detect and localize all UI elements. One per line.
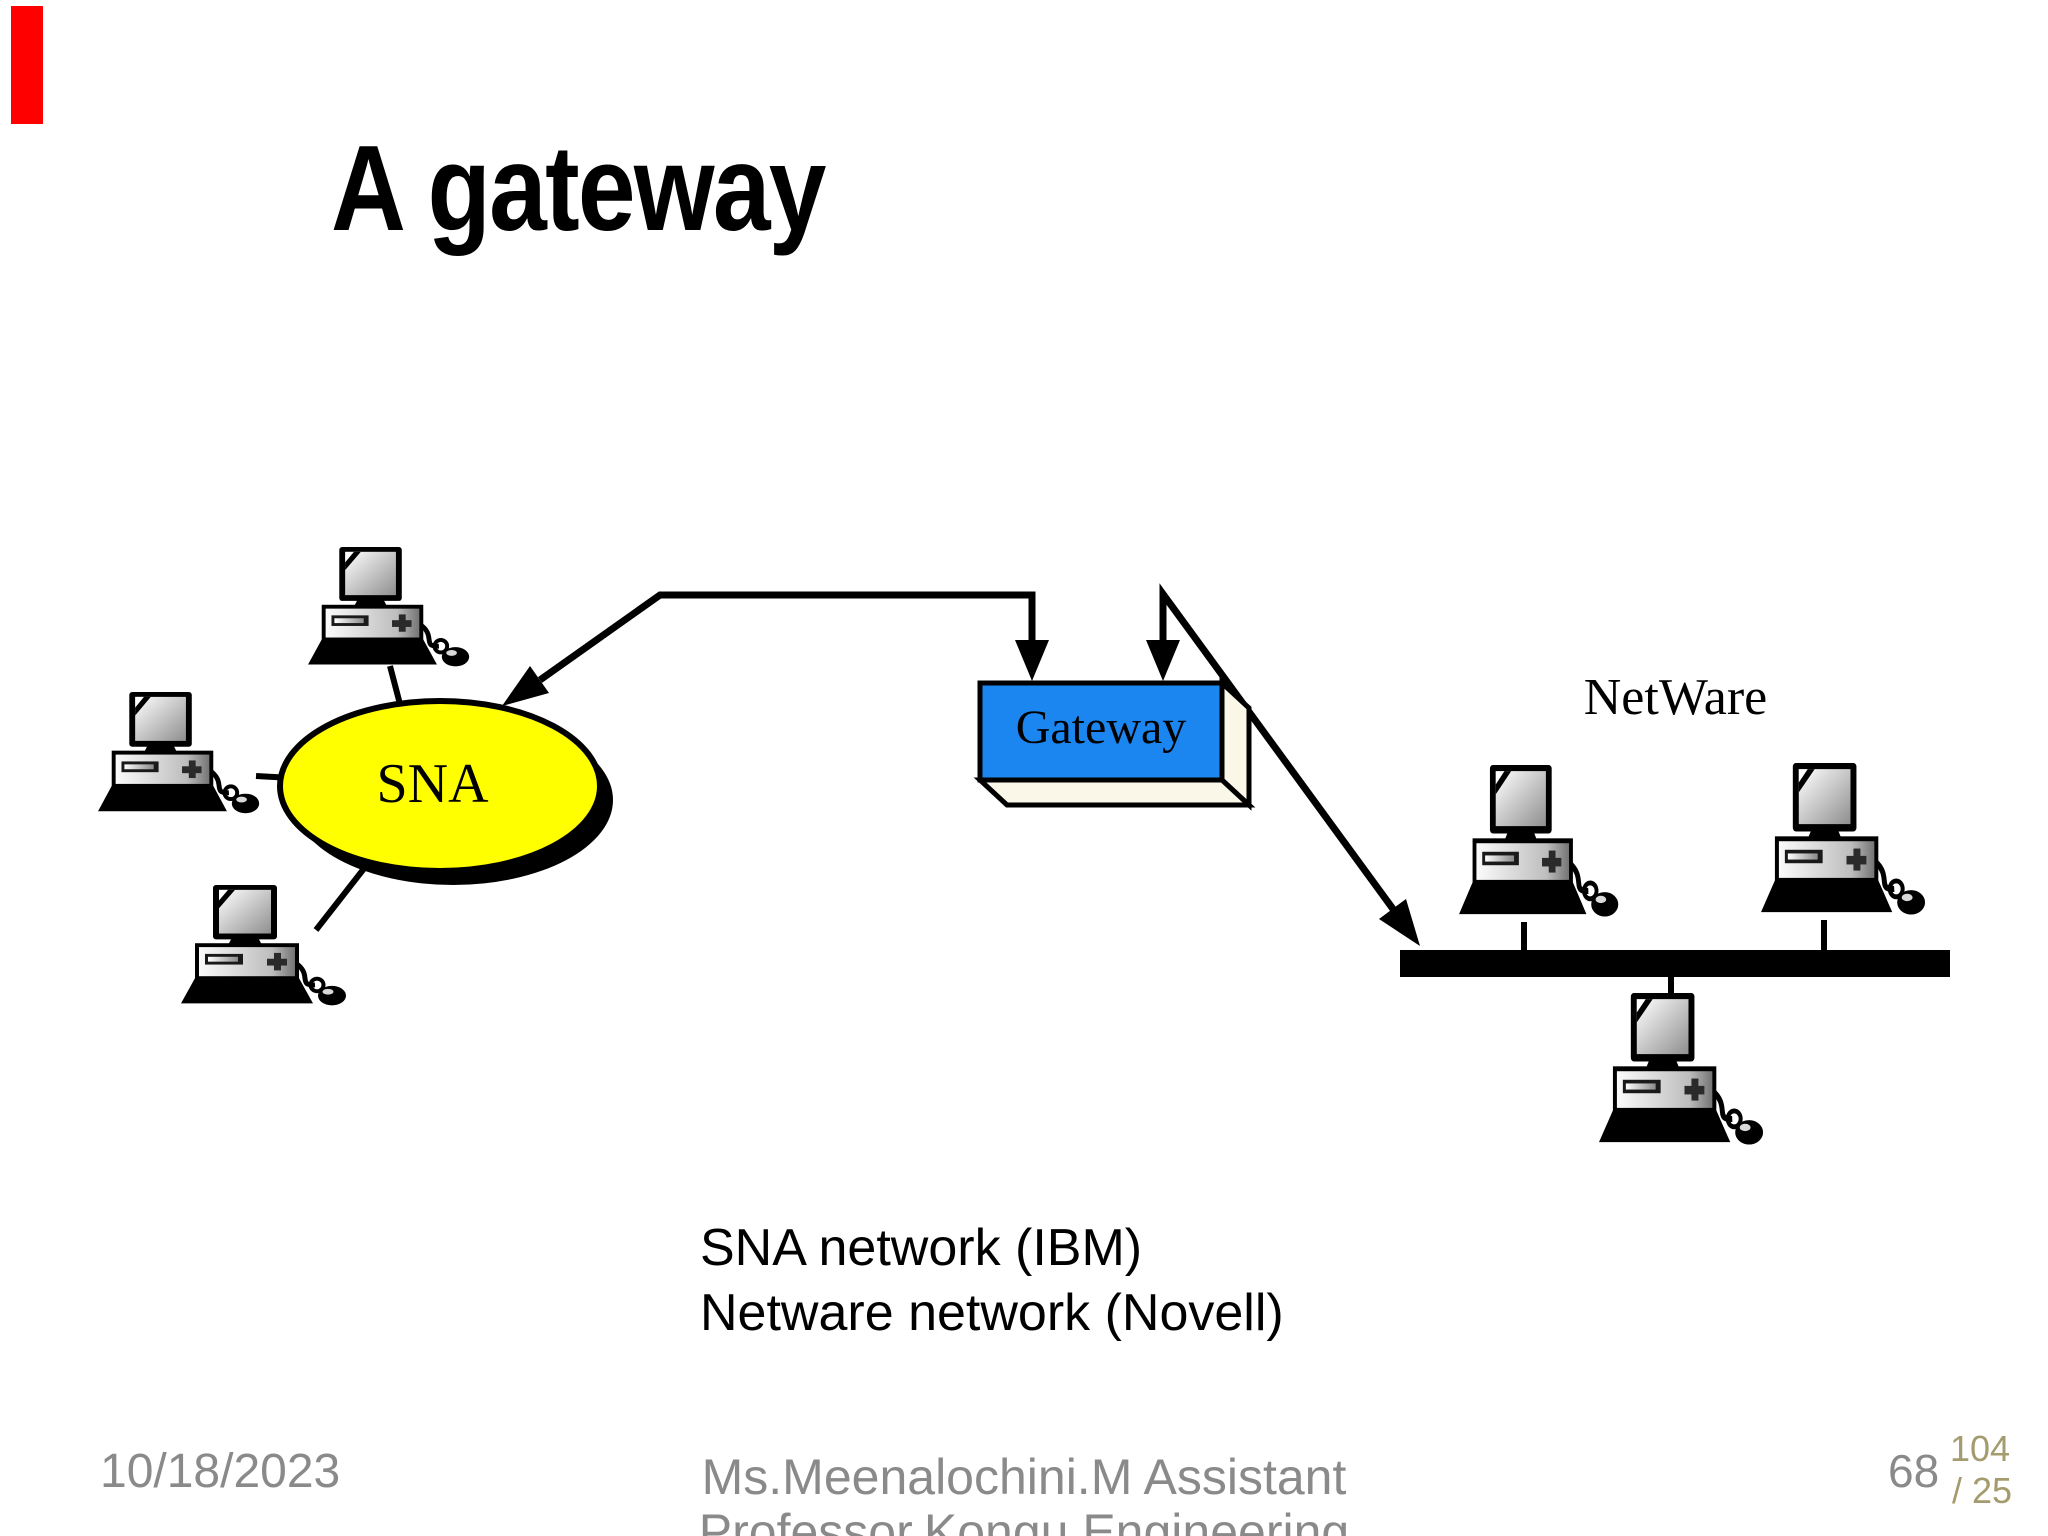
- netware-bus-group: [1400, 920, 1950, 998]
- computer-icon: [1761, 763, 1925, 915]
- arrowhead-into-gateway-left: [1015, 640, 1049, 681]
- footer-date: 10/18/2023: [100, 1445, 341, 1498]
- footer-author-line2: Professor,Kongu Engineering: [698, 1504, 1350, 1536]
- arrowhead-into-sna: [502, 666, 549, 706]
- sna-label: SNA: [376, 753, 489, 815]
- red-marker: [11, 6, 43, 124]
- computer-icon: [181, 885, 346, 1005]
- netware-label: NetWare: [1583, 669, 1768, 726]
- gateway-box: [973, 677, 1256, 811]
- footer-author: Ms.Meenalochini.M Assistant Professor,Ko…: [524, 1450, 1524, 1536]
- footer-author-line1: Ms.Meenalochini.M Assistant: [701, 1449, 1347, 1505]
- slide-title: A gateway: [331, 120, 826, 256]
- arrowhead-into-bus: [1379, 899, 1420, 946]
- computer-icon: [98, 692, 259, 813]
- arrow-sna-gateway: [502, 591, 1049, 706]
- caption: SNA network (IBM) Netware network (Novel…: [700, 1216, 1284, 1346]
- caption-line1: SNA network (IBM): [700, 1219, 1143, 1277]
- computer-icon: [308, 547, 469, 666]
- sna-network-ellipse: [277, 698, 613, 885]
- arrowhead-into-gateway-right: [1146, 640, 1180, 681]
- slide-counter-top: 104: [1950, 1428, 2011, 1469]
- slide-counter: 104 / 25: [1950, 1428, 2020, 1512]
- netware-bus: [1400, 950, 1950, 977]
- computer-icon: [1599, 993, 1763, 1145]
- arrow-gateway-netware: [1146, 583, 1420, 946]
- caption-line2: Netware network (Novell): [700, 1284, 1284, 1342]
- computer-icon: [1459, 765, 1618, 917]
- slide-counter-bottom: / 25: [1952, 1469, 2013, 1511]
- page-number: 68: [1888, 1445, 1940, 1497]
- gateway-label: Gateway: [1015, 701, 1187, 754]
